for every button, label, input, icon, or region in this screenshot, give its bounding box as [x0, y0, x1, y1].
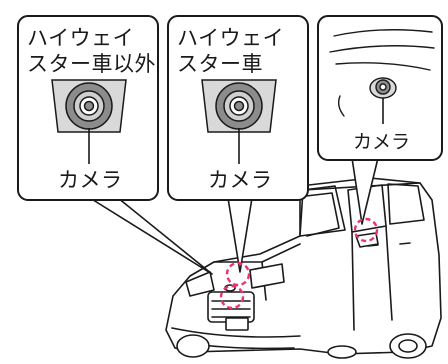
variant-label-line2: スター車以外 [27, 52, 156, 76]
vehicle-rear-wheel [389, 333, 427, 359]
vehicle-rear-side-window [387, 183, 425, 225]
camera-label: カメラ [353, 131, 411, 153]
front-camera-icon [201, 79, 277, 133]
grille-camera-marker-non-highway-star [219, 284, 245, 310]
vehicle-illustration [165, 177, 442, 359]
vehicle-headlight-right [249, 263, 285, 289]
variant-label-line2: スター車 [177, 52, 263, 76]
camera-label: カメラ [58, 168, 123, 192]
vehicle-door-seam [385, 225, 393, 321]
callout-side-camera [317, 15, 443, 225]
mirror-underside-sketch [329, 29, 435, 117]
variant-label-line1: ハイウェイ [177, 26, 285, 50]
callout-non-highway-star [17, 15, 213, 275]
callout-highway-star [167, 15, 309, 273]
camera-location-markers [219, 217, 379, 310]
mirror-camera-marker [353, 217, 379, 243]
camera-label: カメラ [208, 168, 273, 192]
side-camera-icon [369, 77, 397, 99]
vehicle-headlight-left [185, 271, 215, 297]
variant-label-line1: ハイウェイ [27, 26, 135, 50]
vehicle-license-plate [225, 317, 249, 331]
grille-camera-marker-highway-star [225, 261, 251, 287]
vehicle-side-mirror [355, 232, 379, 248]
front-camera-icon [51, 79, 127, 133]
vehicle-front-wheel [176, 334, 210, 358]
